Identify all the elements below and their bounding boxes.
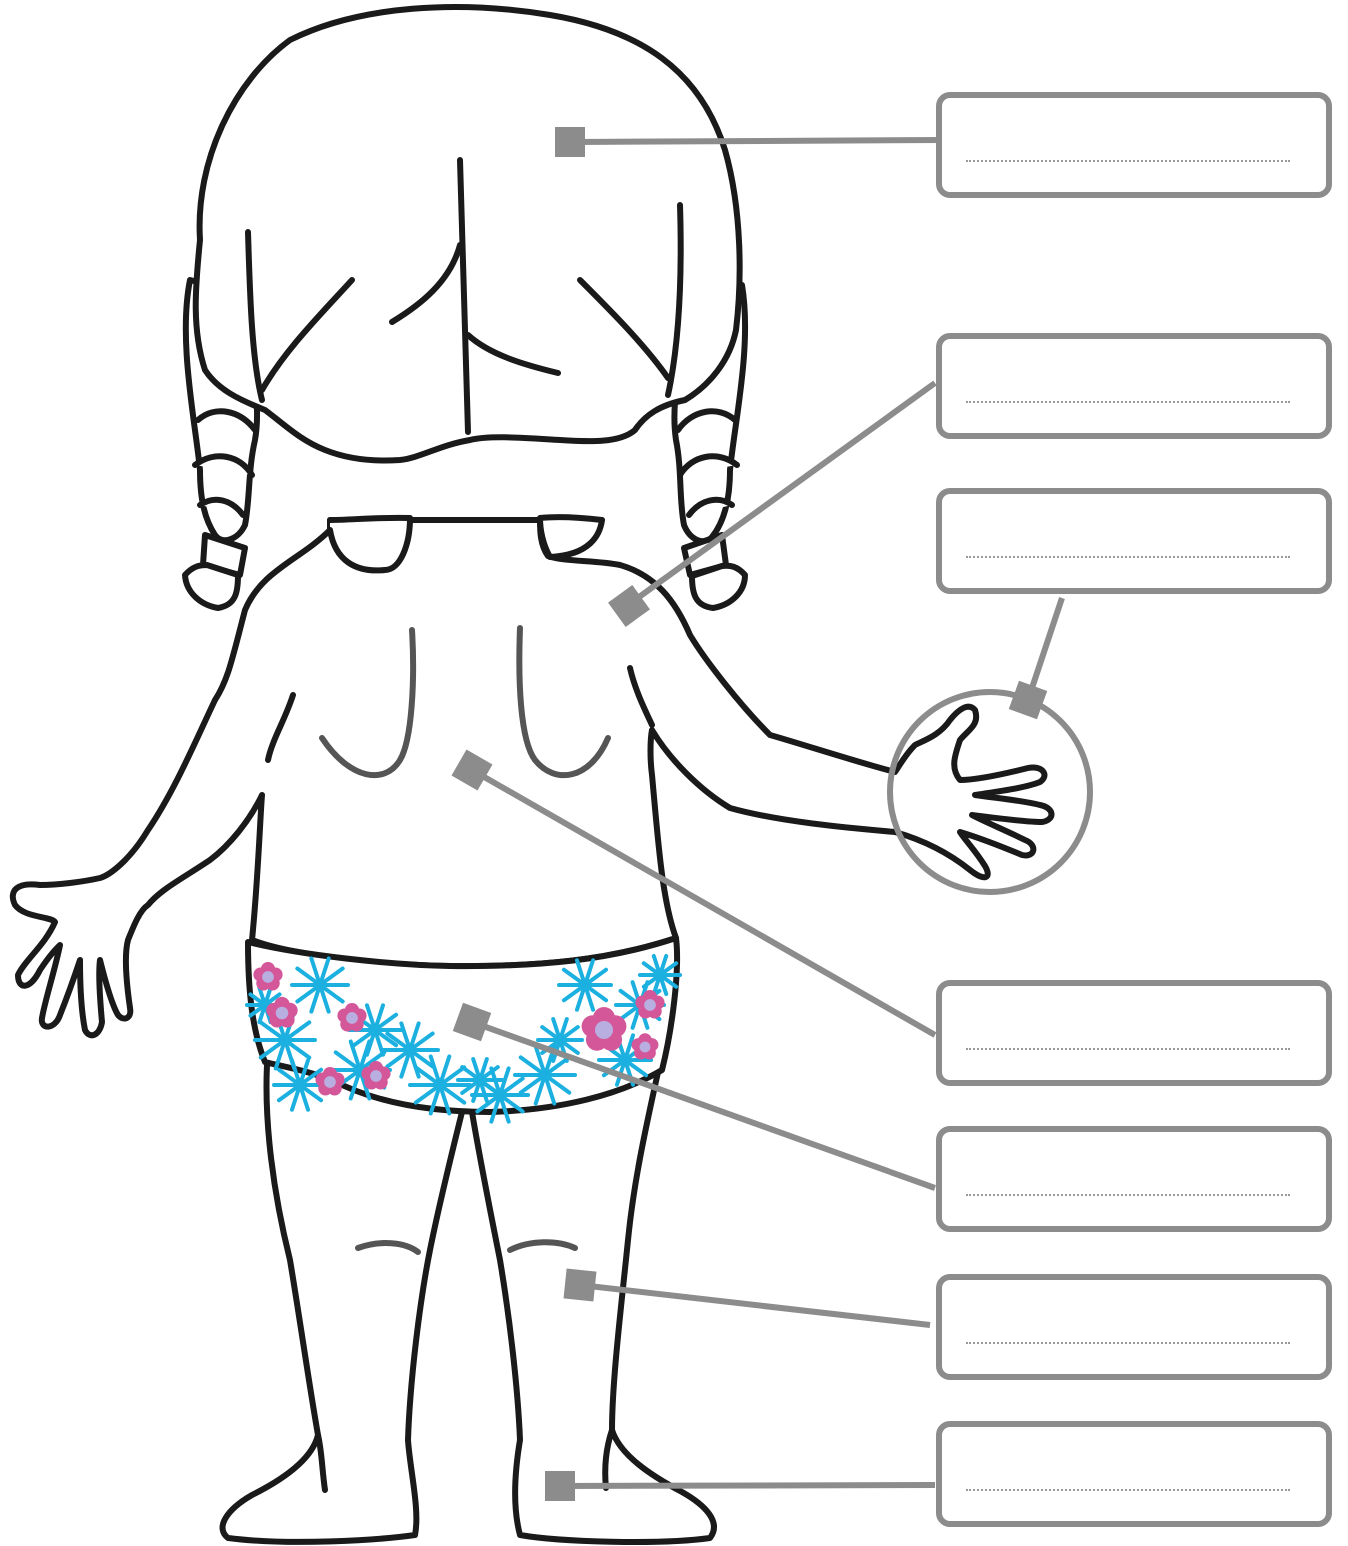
answer-input-knee[interactable]	[964, 1294, 1292, 1340]
neck-right	[540, 517, 602, 557]
answer-input-back[interactable]	[964, 1000, 1292, 1046]
answer-dotted-line	[966, 1048, 1290, 1050]
pointer-hand	[1009, 598, 1062, 719]
answer-input-heel[interactable]	[964, 1441, 1292, 1487]
answer-input-bottom[interactable]	[964, 1146, 1292, 1192]
answer-dotted-line	[966, 160, 1290, 162]
answer-dotted-line	[966, 556, 1290, 558]
answer-dotted-line	[966, 1489, 1290, 1491]
answer-input-head[interactable]	[964, 112, 1292, 158]
answer-input-shoulder[interactable]	[964, 353, 1292, 399]
answer-box-bottom	[936, 1126, 1332, 1232]
girl-illustration	[13, 7, 1052, 1542]
answer-box-knee	[936, 1274, 1332, 1380]
answer-box-hand	[936, 488, 1332, 594]
answer-dotted-line	[966, 1342, 1290, 1344]
answer-box-heel	[936, 1421, 1332, 1527]
answer-dotted-line	[966, 1194, 1290, 1196]
answer-dotted-line	[966, 401, 1290, 403]
answer-box-shoulder	[936, 333, 1332, 439]
answer-box-head	[936, 92, 1332, 198]
torso	[13, 519, 1052, 1035]
answer-box-back	[936, 980, 1332, 1086]
answer-input-hand[interactable]	[964, 508, 1292, 554]
left-leg	[223, 1050, 465, 1542]
